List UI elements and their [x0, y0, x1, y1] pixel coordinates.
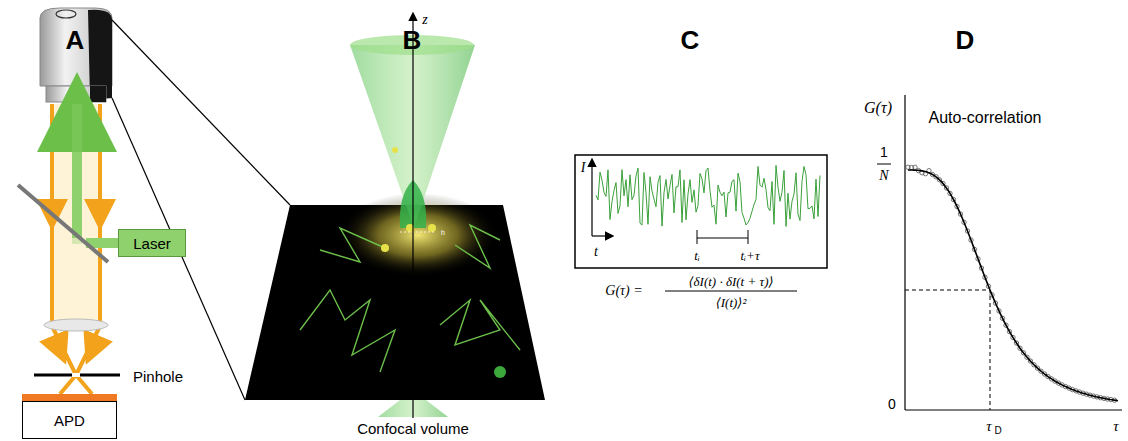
tick-label: N — [879, 169, 888, 183]
fit-curve — [908, 170, 1118, 401]
pinhole-aperture — [72, 373, 80, 377]
tick-label: 1 — [880, 145, 888, 159]
panel-letter: B — [403, 27, 422, 53]
intensity-trace — [596, 165, 820, 226]
formula-numerator: ⟨δI(t) · δI(t + τ)⟩ — [688, 275, 773, 288]
node-label: Laser — [133, 235, 171, 252]
zoom-line — [112, 20, 290, 205]
y-axis — [904, 95, 905, 410]
fraction-bar — [877, 164, 891, 165]
tick-label: 0 — [888, 397, 896, 411]
half-max-guide — [905, 290, 990, 410]
lens — [44, 319, 108, 331]
time-label: tᵢ+τ — [740, 249, 759, 262]
dichroic-mirror — [18, 185, 108, 262]
fraction-bar — [665, 291, 797, 292]
data-point — [913, 165, 917, 169]
intensity-axis — [591, 160, 592, 236]
molecule — [381, 244, 389, 252]
laser-box: Laser — [118, 229, 186, 257]
axis-label: I — [581, 161, 586, 175]
part-label: Pinhole — [131, 369, 185, 384]
radius-marker — [400, 232, 436, 233]
panel-letter: C — [681, 27, 700, 53]
panel-letter: A — [66, 27, 85, 53]
tick-subscript: D — [994, 426, 1001, 436]
molecule — [392, 147, 398, 153]
tick-label: τ — [986, 419, 991, 434]
diffusion-paths — [300, 225, 520, 372]
part-label: Confocal volume — [355, 421, 471, 436]
formula-denominator: ⟨I(t)⟩² — [716, 296, 747, 309]
node-label: APD — [54, 412, 85, 429]
axis-label: t — [594, 245, 598, 259]
molecule — [428, 224, 436, 232]
pinhole-plate — [34, 374, 120, 377]
chart-title: Auto-correlation — [929, 110, 1042, 126]
axis-label: G(τ) — [864, 100, 892, 116]
lag-bracket — [697, 230, 748, 244]
z-axis — [412, 14, 413, 418]
dimension-label: h — [441, 229, 445, 236]
time-axis — [592, 235, 612, 236]
panel-letter: D — [956, 27, 975, 53]
objective — [40, 8, 112, 102]
molecule — [494, 366, 506, 378]
detector-box: APD — [22, 401, 117, 439]
data-points — [906, 165, 1117, 402]
formula: G(τ) = — [605, 284, 642, 298]
detector-surface — [22, 394, 117, 401]
time-label: tᵢ — [694, 249, 700, 262]
axis-label: τ — [1113, 419, 1118, 434]
axis-label: z — [422, 13, 427, 27]
trace-frame — [575, 155, 827, 268]
zoom-line — [112, 98, 245, 400]
beam-path — [50, 104, 118, 394]
x-axis — [905, 409, 1122, 410]
